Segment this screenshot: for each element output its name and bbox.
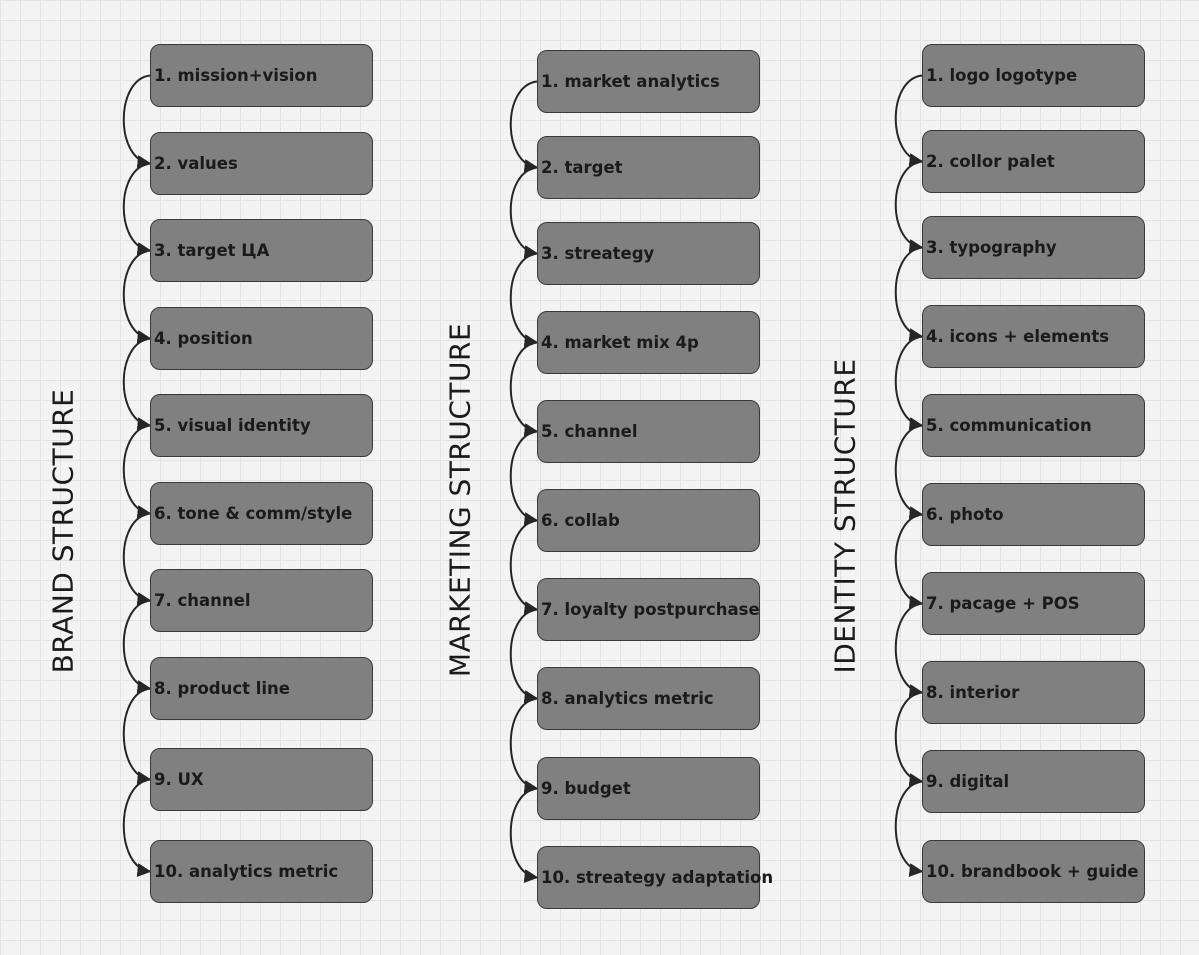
connector-arrow	[894, 780, 924, 877]
node-strategy-adaptation[interactable]: 10. streategy adaptation	[537, 846, 773, 909]
node-strategy[interactable]: 3. streategy	[537, 222, 760, 285]
node-channel[interactable]: 5. channel	[537, 400, 760, 463]
node-collab[interactable]: 6. collab	[537, 489, 760, 552]
node-brandbook-guide[interactable]: 10. brandbook + guide	[922, 840, 1145, 903]
node-analytics-metric[interactable]: 8. analytics metric	[537, 667, 760, 730]
node-tone-comm-style[interactable]: 6. tone & comm/style	[150, 482, 373, 545]
node-photo[interactable]: 6. photo	[922, 483, 1145, 546]
node-icons-elements[interactable]: 4. icons + elements	[922, 305, 1145, 368]
node-values[interactable]: 2. values	[150, 132, 373, 195]
node-color-palette[interactable]: 2. collor palet	[922, 130, 1145, 193]
node-market-mix-4p[interactable]: 4. market mix 4p	[537, 311, 760, 374]
connector-arrow	[894, 513, 924, 609]
node-target[interactable]: 2. target	[537, 136, 760, 199]
node-typography[interactable]: 3. typography	[922, 216, 1145, 279]
connector-arrow	[894, 602, 924, 698]
node-interior[interactable]: 8. interior	[922, 661, 1145, 724]
node-channel[interactable]: 7. channel	[150, 569, 373, 632]
column-title-identity: IDENTITY STRUCTURE	[828, 358, 862, 674]
node-ux[interactable]: 9. UX	[150, 748, 373, 811]
connector-arrow	[894, 691, 924, 787]
marketing-structure-column: MARKETING STRUCTURE 1. market analytics …	[444, 50, 773, 909]
brand-structure-column: BRAND STRUCTURE 1. mission+vision 2. val…	[0, 0, 400, 955]
node-product-line[interactable]: 8. product line	[150, 657, 373, 720]
connector-arrow	[894, 424, 924, 520]
node-analytics-metric[interactable]: 10. analytics metric	[150, 840, 373, 903]
node-market-analytics[interactable]: 1. market analytics	[537, 50, 760, 113]
node-digital[interactable]: 9. digital	[922, 750, 1145, 813]
connector-arrow	[894, 74, 924, 167]
connector-arrow	[894, 160, 924, 253]
node-visual-identity[interactable]: 5. visual identity	[150, 394, 373, 457]
node-communication[interactable]: 5. communication	[922, 394, 1145, 457]
node-package-pos[interactable]: 7. pacage + POS	[922, 572, 1145, 635]
node-mission-vision[interactable]: 1. mission+vision	[150, 44, 373, 107]
node-budget[interactable]: 9. budget	[537, 757, 760, 820]
node-loyalty-postpurchase[interactable]: 7. loyalty postpurchase	[537, 578, 760, 641]
connector-arrow	[894, 246, 924, 342]
node-logo-logotype[interactable]: 1. logo logotype	[922, 44, 1145, 107]
node-position[interactable]: 4. position	[150, 307, 373, 370]
connector-arrow	[894, 335, 924, 431]
node-target-audience[interactable]: 3. target ЦА	[150, 219, 373, 282]
